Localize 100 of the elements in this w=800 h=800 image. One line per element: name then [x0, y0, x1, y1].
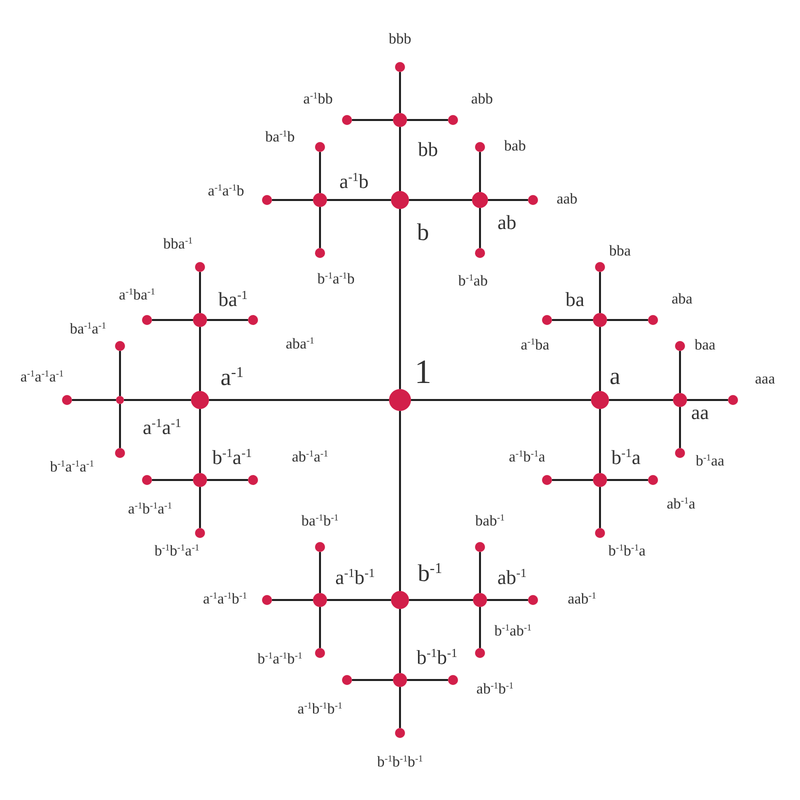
graph-edge — [199, 272, 201, 313]
vertex-dot — [528, 195, 538, 205]
vertex-dot — [393, 673, 407, 687]
vertex-label: aa — [691, 403, 709, 423]
vertex-label: a$^{-1}$b$^{-1}$ — [335, 568, 375, 588]
vertex-dot — [315, 248, 325, 258]
vertex-label: aba$^{-1}$ — [286, 338, 314, 352]
vertex-label: b$^{-1}$b$^{-1}$b$^{-1}$ — [377, 756, 423, 770]
graph-edge — [272, 599, 313, 601]
graph-edge — [199, 327, 201, 391]
graph-edge — [687, 399, 728, 401]
vertex-dot — [315, 542, 325, 552]
vertex-label: a$^{-1}$b$^{-1}$b$^{-1}$ — [298, 702, 342, 718]
vertex-dot — [342, 115, 352, 125]
graph-edge — [209, 399, 389, 401]
vertex-dot — [195, 262, 205, 272]
vertex-label: a$^{-1}$a$^{-1}$b$^{-1}$ — [202, 592, 248, 608]
vertex-dot — [673, 393, 687, 407]
vertex-label: ba$^{-1}$b — [265, 130, 295, 146]
vertex-label: a$^{-1}$bb — [303, 92, 333, 108]
vertex-dot — [342, 675, 352, 685]
graph-edge — [199, 409, 201, 473]
graph-edge — [409, 599, 473, 601]
graph-edge — [599, 487, 601, 528]
graph-edge — [152, 319, 193, 321]
graph-edge — [599, 327, 601, 391]
vertex-dot — [393, 113, 407, 127]
graph-edge — [479, 552, 481, 593]
vertex-label: ab$^{-1}$a$^{-1}$ — [292, 450, 328, 466]
vertex-dot — [675, 448, 685, 458]
vertex-label: a$^{-1}$a$^{-1}$ — [142, 418, 182, 438]
vertex-label: a$^{-1}$ba$^{-1}$ — [118, 288, 156, 304]
vertex-dot — [472, 192, 488, 208]
vertex-dot — [262, 195, 272, 205]
vertex-label: bb — [418, 140, 438, 160]
graph-edge — [407, 119, 448, 121]
graph-edge — [119, 404, 121, 448]
vertex-dot — [389, 389, 411, 411]
vertex-label: bab — [504, 140, 526, 154]
vertex-label: b$^{-1}$ab — [458, 274, 488, 290]
vertex-dot — [116, 396, 124, 404]
graph-edge — [352, 679, 393, 681]
vertex-dot — [648, 475, 658, 485]
vertex-label: bba — [609, 244, 631, 260]
vertex-label: b$^{-1}$a$^{-1}$ — [212, 448, 252, 468]
graph-edge — [479, 607, 481, 648]
vertex-label: a$^{-1}$a$^{-1}$b — [208, 184, 244, 200]
vertex-label: baa — [694, 338, 716, 354]
vertex-dot — [262, 595, 272, 605]
vertex-label: b$^{-1}$a$^{-1}$b — [317, 272, 355, 288]
vertex-label: a$^{-1}$b$^{-1}$a$^{-1}$ — [128, 502, 172, 518]
vertex-dot — [248, 475, 258, 485]
vertex-label: aaa — [755, 372, 775, 388]
vertex-label: abb — [471, 92, 493, 108]
vertex-label: ba$^{-1}$a$^{-1}$ — [70, 322, 106, 338]
vertex-dot — [62, 395, 72, 405]
graph-edge — [607, 479, 648, 481]
graph-edge — [327, 599, 391, 601]
vertex-label: ba — [566, 290, 584, 310]
vertex-dot — [542, 315, 552, 325]
graph-edge — [319, 607, 321, 648]
vertex-label: bab$^{-1}$ — [475, 514, 505, 530]
graph-edge — [399, 687, 401, 728]
graph-edge — [399, 411, 401, 591]
graph-edge — [152, 479, 193, 481]
graph-edge — [399, 209, 401, 389]
graph-edge — [119, 351, 121, 396]
vertex-label: b$^{-1}$b$^{-1}$ — [416, 648, 458, 668]
vertex-label: b — [417, 221, 429, 245]
graph-edge — [207, 319, 248, 321]
vertex-label: aba — [672, 292, 692, 308]
vertex-dot — [475, 542, 485, 552]
vertex-dot — [195, 528, 205, 538]
vertex-dot — [115, 448, 125, 458]
vertex-label: a$^{-1}$b$^{-1}$a — [508, 450, 546, 466]
vertex-dot — [473, 593, 487, 607]
graph-edge — [399, 72, 401, 113]
graph-edge — [487, 599, 528, 601]
vertex-dot — [395, 728, 405, 738]
vertex-dot — [475, 248, 485, 258]
vertex-label: ab$^{-1}$ — [497, 568, 527, 588]
graph-edge — [207, 479, 248, 481]
graph-edge — [599, 409, 601, 473]
vertex-dot — [448, 115, 458, 125]
vertex-label: b$^{-1}$ — [418, 562, 442, 586]
graph-edge — [319, 552, 321, 593]
vertex-label: b$^{-1}$a — [611, 448, 641, 468]
graph-edge — [407, 679, 448, 681]
vertex-label: b$^{-1}$a$^{-1}$b$^{-1}$ — [258, 652, 302, 668]
graph-edge — [411, 399, 591, 401]
vertex-label: a$^{-1}$ba — [520, 338, 550, 354]
vertex-dot — [648, 315, 658, 325]
vertex-dot — [191, 391, 209, 409]
vertex-label: ba$^{-1}$b$^{-1}$ — [301, 514, 339, 530]
vertex-dot — [728, 395, 738, 405]
vertex-dot — [142, 315, 152, 325]
vertex-label: 1 — [414, 356, 432, 390]
vertex-dot — [315, 142, 325, 152]
vertex-label: a — [610, 365, 620, 389]
vertex-label: b$^{-1}$b$^{-1}$a — [608, 544, 646, 560]
